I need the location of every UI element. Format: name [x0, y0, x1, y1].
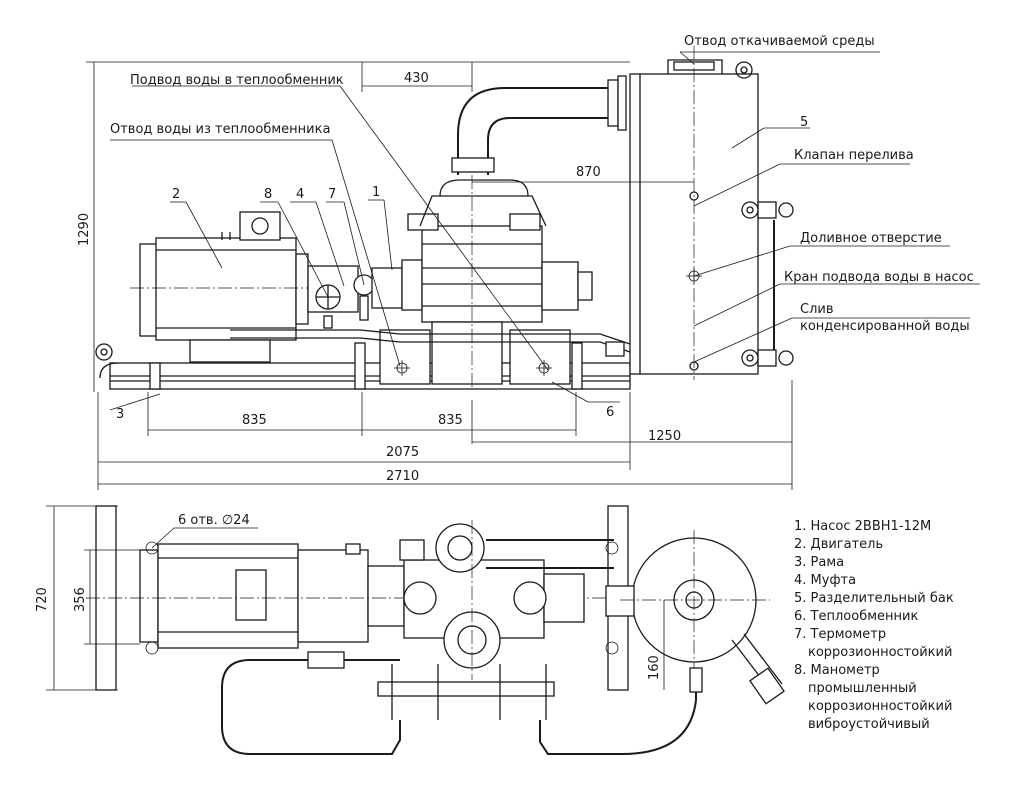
- callout-condensate-2: конденсированной воды: [800, 319, 970, 334]
- legend-item-8-line3: коррозионностойкий: [808, 699, 952, 714]
- item-number-5: 5: [800, 115, 808, 130]
- parts-legend: 1. Насос 2ВВН1-12М 2. Двигатель 3. Рама …: [794, 519, 954, 732]
- item-number-6: 6: [606, 405, 614, 420]
- dim-870: 870: [576, 165, 601, 180]
- legend-item-8-line2: промышленный: [808, 681, 917, 696]
- motor-side: [130, 211, 420, 363]
- item-number-2: 2: [172, 187, 180, 202]
- dim-160: 160: [647, 655, 662, 680]
- callout-holes: 6 отв. ∅24: [178, 513, 250, 528]
- callout-water-drain-hx: Отвод воды из теплообменника: [110, 122, 330, 137]
- legend-item-8-line1: 8. Манометр: [794, 663, 880, 678]
- dim-2075: 2075: [386, 445, 419, 460]
- side-labels: Отвод откачиваемой среды Подвод воды в т…: [77, 34, 974, 484]
- separator-tank: [629, 46, 759, 380]
- mount-holes-plan: [145, 541, 619, 655]
- clamp-bar: [377, 664, 555, 720]
- tank-plan: [605, 530, 785, 705]
- dim-2710: 2710: [386, 469, 419, 484]
- lifting-eye-left: [95, 343, 113, 361]
- callout-outlet-medium: Отвод откачиваемой среды: [684, 34, 875, 49]
- dim-835-right: 835: [438, 413, 463, 428]
- side-elevation: Отвод откачиваемой среды Подвод воды в т…: [77, 34, 980, 490]
- dim-1290: 1290: [77, 213, 92, 246]
- legend-item-6: 6. Теплообменник: [794, 609, 918, 624]
- legend-item-2: 2. Двигатель: [794, 537, 883, 552]
- callout-fill-hole: Доливное отверстие: [800, 231, 942, 246]
- dimension-lines-plan: [46, 505, 665, 691]
- item-number-4: 4: [296, 187, 304, 202]
- item-number-1: 1: [372, 185, 380, 200]
- callout-overflow-valve: Клапан перелива: [794, 148, 914, 163]
- dimension-lines-side: [86, 61, 793, 490]
- motor-plan: [86, 543, 640, 649]
- callout-pump-water-tap: Кран подвода воды в насос: [784, 270, 974, 285]
- tank-lifting-eye: [735, 61, 753, 79]
- callout-leaders: [109, 51, 980, 411]
- item-number-7: 7: [328, 187, 336, 202]
- discharge-pipe: [451, 75, 627, 175]
- overflow-valve-fitting: [741, 201, 759, 219]
- plan-view: 6 отв. ∅24 720 356 160: [35, 505, 785, 755]
- callout-water-supply-hx: Подвод воды в теплообменник: [130, 73, 344, 88]
- pump-flange-upper: [435, 523, 485, 573]
- dim-1250: 1250: [648, 429, 681, 444]
- dim-835-left: 835: [242, 413, 267, 428]
- cooling-loop: [221, 651, 703, 755]
- legend-item-7-line2: коррозионностойкий: [808, 645, 952, 660]
- legend-item-4: 4. Муфта: [794, 573, 856, 588]
- cooling-pipe: [230, 329, 631, 357]
- pump-side: [379, 175, 593, 390]
- legend-item-3: 3. Рама: [794, 555, 844, 570]
- legend-item-8-line4: виброустойчивый: [808, 717, 930, 732]
- item-number-3: 3: [116, 407, 124, 422]
- item-number-8: 8: [264, 187, 272, 202]
- dim-430: 430: [404, 71, 429, 86]
- coupling-assembly: [307, 265, 403, 329]
- callout-condensate-1: Слив: [800, 302, 834, 317]
- legend-item-1: 1. Насос 2ВВН1-12М: [794, 519, 931, 534]
- dim-356: 356: [73, 587, 88, 612]
- discharge-pipe-plan: [486, 539, 614, 569]
- legend-item-5: 5. Разделительный бак: [794, 591, 954, 606]
- dim-720: 720: [35, 587, 50, 612]
- pump-plan: [399, 520, 585, 680]
- tank-fittings: [689, 191, 794, 371]
- legend-item-7-line1: 7. Термометр: [794, 627, 886, 642]
